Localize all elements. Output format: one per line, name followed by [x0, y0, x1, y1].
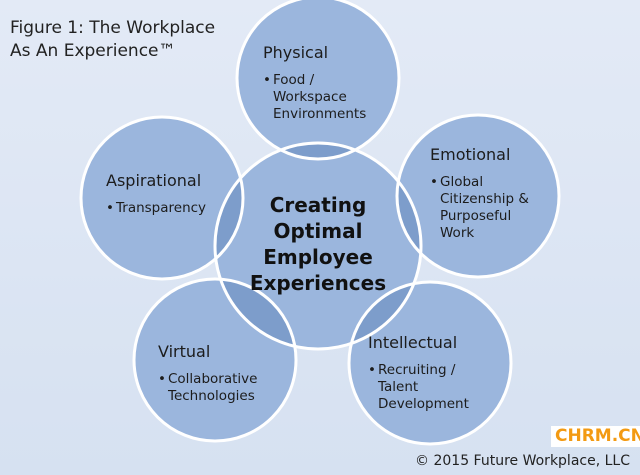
bullet: •	[106, 200, 114, 216]
intellectual-bullets: •Recruiting / Talent Development	[368, 362, 469, 413]
aspirational-bullets: •Transparency	[106, 200, 206, 217]
bullet-text: Recruiting /	[378, 362, 456, 378]
center-line: Creating	[269, 193, 367, 217]
center-line: Experiences	[249, 271, 387, 295]
virtual-heading: Virtual	[158, 342, 211, 361]
intellectual-circle	[349, 282, 511, 444]
watermark: CHRM.CN	[551, 426, 640, 447]
bullet-text: Purposeful	[440, 208, 512, 224]
bullet: •	[368, 362, 376, 378]
bullet-text: Collaborative	[168, 371, 258, 387]
bullet: •	[430, 174, 438, 190]
physical-heading: Physical	[263, 43, 329, 62]
center-label: Creating Optimal Employee Experiences	[218, 192, 418, 296]
virtual-bullets: •Collaborative Technologies	[158, 371, 257, 405]
bullet-text: Work	[440, 225, 475, 241]
intellectual-heading: Intellectual	[368, 333, 458, 352]
bullet-text: Environments	[273, 106, 367, 122]
title-line-2: As An Experience™	[10, 41, 176, 61]
bullet-text: Talent	[378, 379, 419, 395]
bullet: •	[158, 371, 166, 387]
bullet-text: Global	[440, 174, 484, 190]
bullet-text: Technologies	[168, 388, 255, 404]
center-line: Employee	[263, 245, 373, 269]
bullet-text: Workspace	[273, 89, 347, 105]
bullet-text: Development	[378, 396, 469, 412]
title-line-1: Figure 1: The Workplace	[10, 18, 216, 38]
center-line: Optimal	[273, 219, 363, 243]
bullet: •	[263, 72, 271, 88]
emotional-circle	[397, 115, 559, 277]
bullet-text: Transparency	[116, 200, 207, 216]
copyright: © 2015 Future Workplace, LLC	[415, 453, 630, 469]
bullet-text: Citizenship &	[440, 191, 529, 207]
aspirational-heading: Aspirational	[106, 171, 202, 190]
emotional-heading: Emotional	[430, 145, 511, 164]
aspirational-circle	[81, 117, 243, 279]
figure-title: Figure 1: The Workplace As An Experience…	[10, 17, 215, 63]
emotional-bullets: •Global Citizenship & Purposeful Work	[430, 174, 529, 242]
physical-circle	[237, 0, 399, 159]
bullet-text: Food /	[273, 72, 315, 88]
physical-bullets: •Food / Workspace Environments	[263, 72, 366, 123]
